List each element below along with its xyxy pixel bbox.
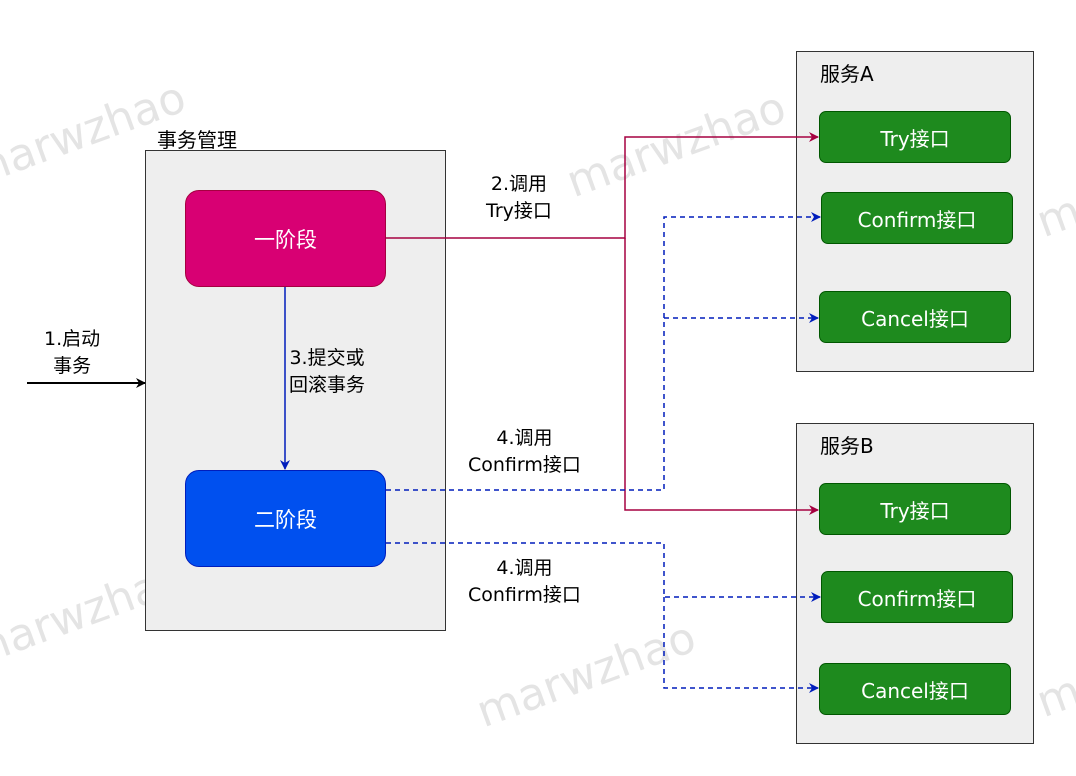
call-try-line1: 2.调用 (490, 173, 547, 195)
service-b-title: 服务B (820, 434, 874, 458)
start-transaction-label: 1.启动 事务 (44, 326, 100, 380)
service-b-confirm-interface[interactable]: Confirm接口 (821, 571, 1013, 623)
service-b-cancel-interface[interactable]: Cancel接口 (819, 663, 1011, 715)
commit-label-line2: 回滚事务 (289, 374, 366, 396)
confirm-line-a (386, 212, 821, 491)
commit-rollback-label: 3.提交或 回滚事务 (289, 345, 365, 399)
service-a-cancel-interface[interactable]: Cancel接口 (819, 291, 1011, 343)
call-confirm2-line2: Confirm接口 (468, 584, 581, 606)
call-confirm2-line1: 4.调用 (496, 557, 553, 579)
try-line-b (624, 238, 819, 515)
start-label-line2: 事务 (53, 355, 92, 377)
try-line-a (386, 132, 819, 239)
transaction-manager-title: 事务管理 (157, 128, 237, 152)
call-try-line2: Try接口 (486, 200, 552, 222)
call-confirm1-line1: 4.调用 (496, 427, 553, 449)
confirm-line-b (386, 542, 821, 602)
start-label-line1: 1.启动 (44, 328, 101, 350)
commit-label-line1: 3.提交或 (289, 347, 365, 369)
phase-two-node[interactable]: 二阶段 (185, 470, 386, 567)
service-a-try-interface[interactable]: Try接口 (819, 111, 1011, 163)
call-confirm-label-1: 4.调用 Confirm接口 (468, 425, 581, 479)
service-a-title: 服务A (820, 62, 874, 86)
call-try-label: 2.调用 Try接口 (486, 171, 552, 225)
phase-one-node[interactable]: 一阶段 (185, 190, 386, 287)
service-b-try-interface[interactable]: Try接口 (819, 483, 1011, 535)
service-a-confirm-interface[interactable]: Confirm接口 (821, 192, 1013, 244)
call-confirm-label-2: 4.调用 Confirm接口 (468, 555, 581, 609)
call-confirm1-line2: Confirm接口 (468, 454, 581, 476)
cancel-line-b (663, 597, 819, 693)
